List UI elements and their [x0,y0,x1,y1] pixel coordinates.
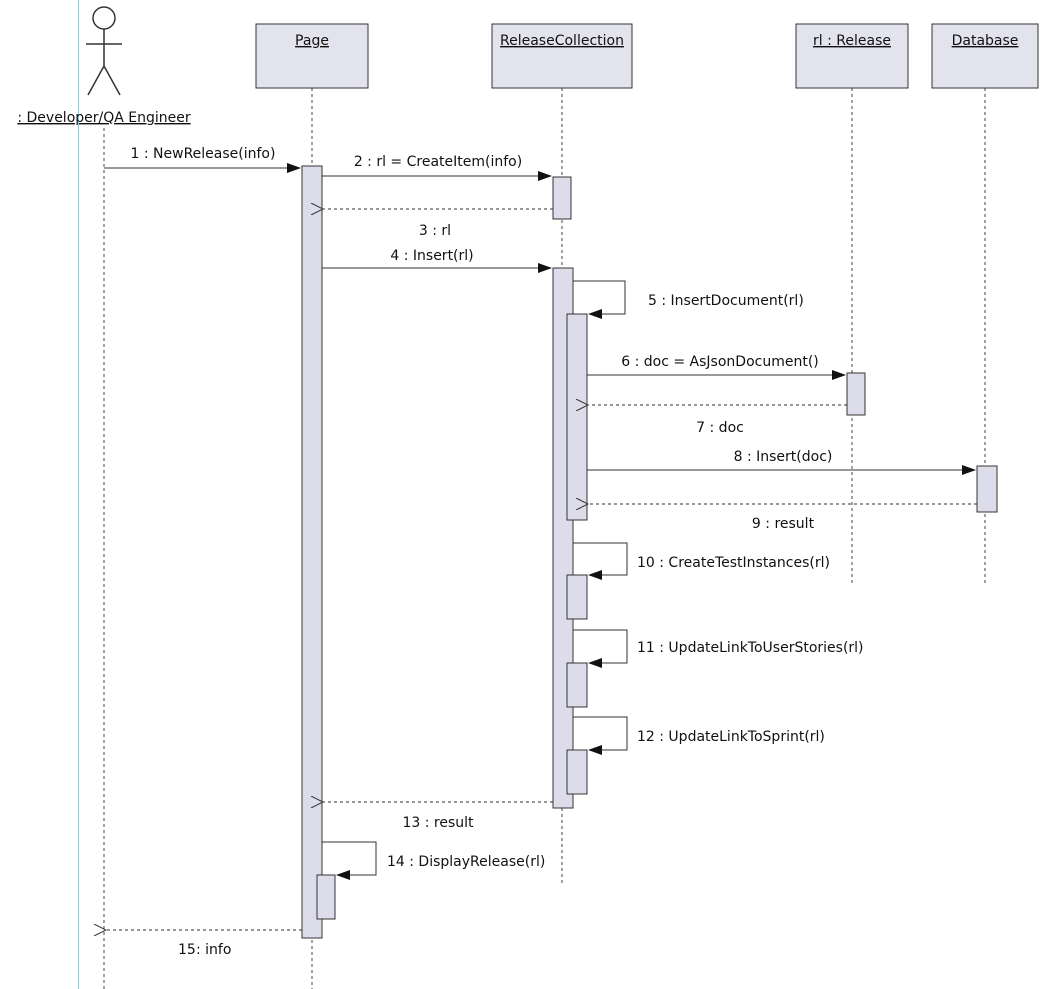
message-11-label: 11 : UpdateLinkToUserStories(rl) [637,640,864,656]
activation-rc-linksprint [567,750,587,794]
lifeline-label-releasecollection: ReleaseCollection [500,33,624,49]
message-6-label: 6 : doc = AsJsonDocument() [621,354,819,370]
message-7-label: 7 : doc [696,420,744,436]
lifeline-label-page: Page [295,33,329,49]
activation-rc-linkstories [567,663,587,707]
lifeline-label-release: rl : Release [813,33,891,49]
actor-label: : Developer/QA Engineer [17,110,191,126]
activation-page [302,166,322,938]
message-15-label: : info [196,942,231,958]
activation-database [977,466,997,512]
message-15-number: 15 [178,942,196,958]
lifeline-header-release: rl : Release [796,24,908,88]
lifeline-header-page: Page [256,24,368,88]
message-1-label: 1 : NewRelease(info) [131,146,276,162]
message-3-label: 3 : rl [419,223,451,239]
activation-rc-createitem [553,177,571,219]
lifeline-header-releasecollection: ReleaseCollection [492,24,632,88]
message-11-arrow [573,630,627,663]
lifeline-header-database: Database [932,24,1038,88]
activation-release [847,373,865,415]
actor-icon [86,7,122,95]
message-13-label: 13 : result [402,815,474,831]
message-2-label: 2 : rl = CreateItem(info) [354,154,522,170]
lifeline-label-database: Database [952,33,1019,49]
message-10-label: 10 : CreateTestInstances(rl) [637,555,830,571]
activation-rc-createtests [567,575,587,619]
message-10-arrow [573,543,627,575]
message-14-arrow [322,842,376,875]
activation-rc-insertdocument [567,314,587,520]
message-14-label: 14 : DisplayRelease(rl) [387,854,545,870]
message-5-arrow [573,281,625,314]
message-5-label: 5 : InsertDocument(rl) [648,293,804,309]
message-9-label: 9 : result [752,516,815,532]
message-12-arrow [573,717,627,750]
message-8-label: 8 : Insert(doc) [734,449,833,465]
activation-page-display [317,875,335,919]
message-4-label: 4 : Insert(rl) [390,248,473,264]
message-12-label: 12 : UpdateLinkToSprint(rl) [637,729,825,745]
